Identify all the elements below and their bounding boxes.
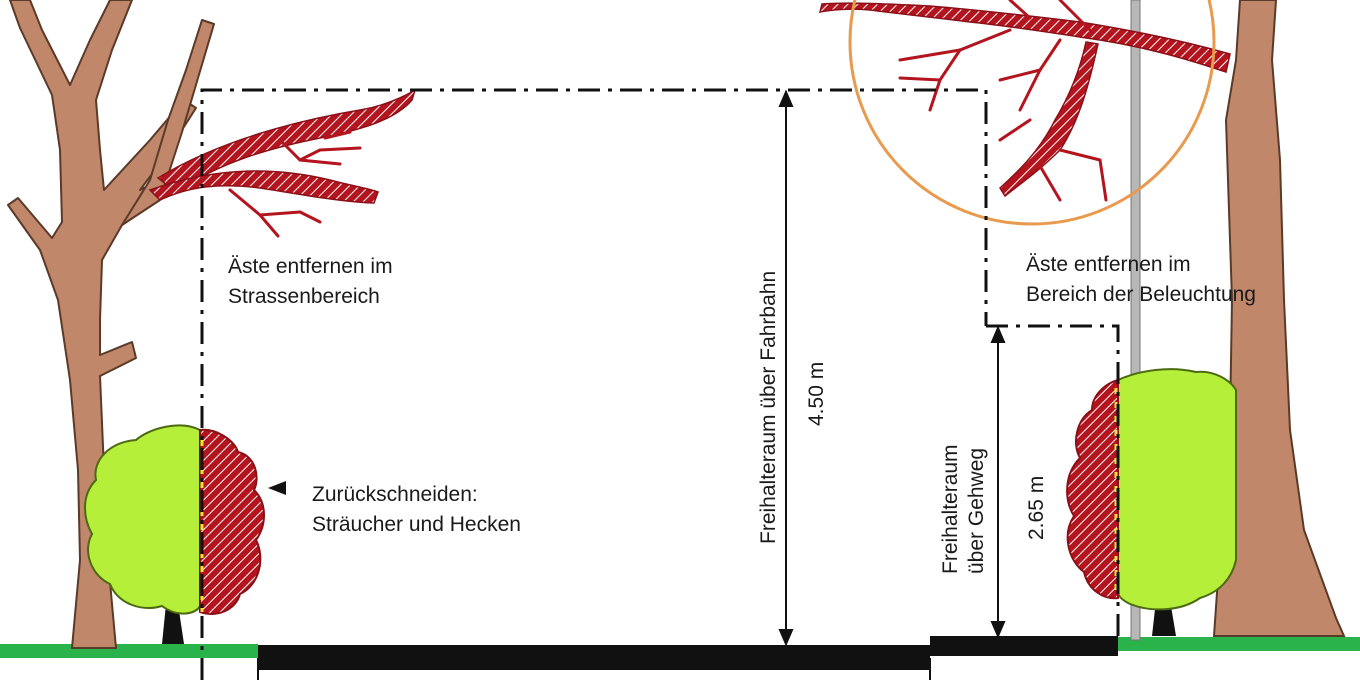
shrubs-label-line2: Sträucher und Hecken	[312, 513, 521, 536]
road-branches-label-line1: Äste entfernen im	[228, 255, 393, 278]
shrub-left	[84, 424, 265, 644]
shrub-left-foliage	[84, 424, 201, 615]
tree-right-trunk	[1212, 0, 1346, 637]
pointer-arrow	[268, 481, 286, 495]
road-branches-label: Äste entfernen im Strassenbereich	[228, 252, 393, 312]
clearance-envelope	[200, 88, 1120, 680]
walk-clearance-line1: Freihalteraum	[939, 444, 962, 574]
ground	[0, 636, 1360, 680]
tree-left	[7, 0, 215, 649]
lighting-area-circle	[848, 0, 1216, 226]
dimension-road-arrow-top	[778, 89, 794, 107]
roadway	[258, 645, 930, 670]
shrubs-label: Zurückschneiden: Sträucher und Hecken	[312, 480, 521, 540]
road-clearance-outline	[200, 88, 988, 680]
shrub-left-cut-portion	[199, 428, 265, 615]
shrubs-label-line1: Zurückschneiden:	[312, 483, 478, 506]
road-clearance-title: Freihalteraum über Fahrbahn	[757, 270, 780, 544]
road-clearance-value: 4.50 m	[805, 361, 828, 426]
cut-branch-lower	[148, 170, 379, 204]
green-strip-right	[1118, 637, 1360, 651]
sidewalk	[930, 636, 1118, 656]
cut-twigs-right	[898, 0, 1108, 202]
dimension-road	[778, 89, 794, 647]
dimension-walk-arrow-top	[990, 325, 1006, 343]
walk-clearance-value: 2.65 m	[1025, 475, 1048, 540]
green-strip-left	[0, 644, 258, 658]
road-branches-label-line2: Strassenbereich	[228, 285, 380, 308]
shrub-right-foliage	[1117, 368, 1237, 611]
light-branches-label: Äste entfernen im Bereich der Beleuchtun…	[1026, 250, 1256, 310]
light-branches-label-line2: Bereich der Beleuchtung	[1026, 283, 1256, 306]
cut-branches-left	[148, 88, 417, 238]
walk-clearance-line2: über Gehweg	[965, 447, 988, 574]
tree-left-upper-branch	[121, 19, 215, 226]
tree-right	[1212, 0, 1346, 637]
walk-clearance-label: Freihalteraum über Gehweg	[938, 444, 990, 574]
light-pole	[1130, 0, 1141, 641]
dimension-walk	[990, 325, 1006, 639]
cut-twigs-left	[228, 130, 362, 238]
shrub-right-cut-portion	[1066, 378, 1119, 600]
light-branches-label-line1: Äste entfernen im	[1026, 253, 1191, 276]
cut-branches-right	[818, 0, 1231, 202]
cut-branch-upper	[156, 88, 417, 193]
light-pole-shaft	[1130, 0, 1141, 641]
shrub-right	[1066, 368, 1237, 636]
cut-branch-secondary-right	[999, 41, 1099, 198]
dimension-walk-arrow-bottom	[990, 621, 1006, 639]
walk-clearance-outline	[986, 324, 1120, 640]
dimension-road-arrow-bottom	[778, 629, 794, 647]
